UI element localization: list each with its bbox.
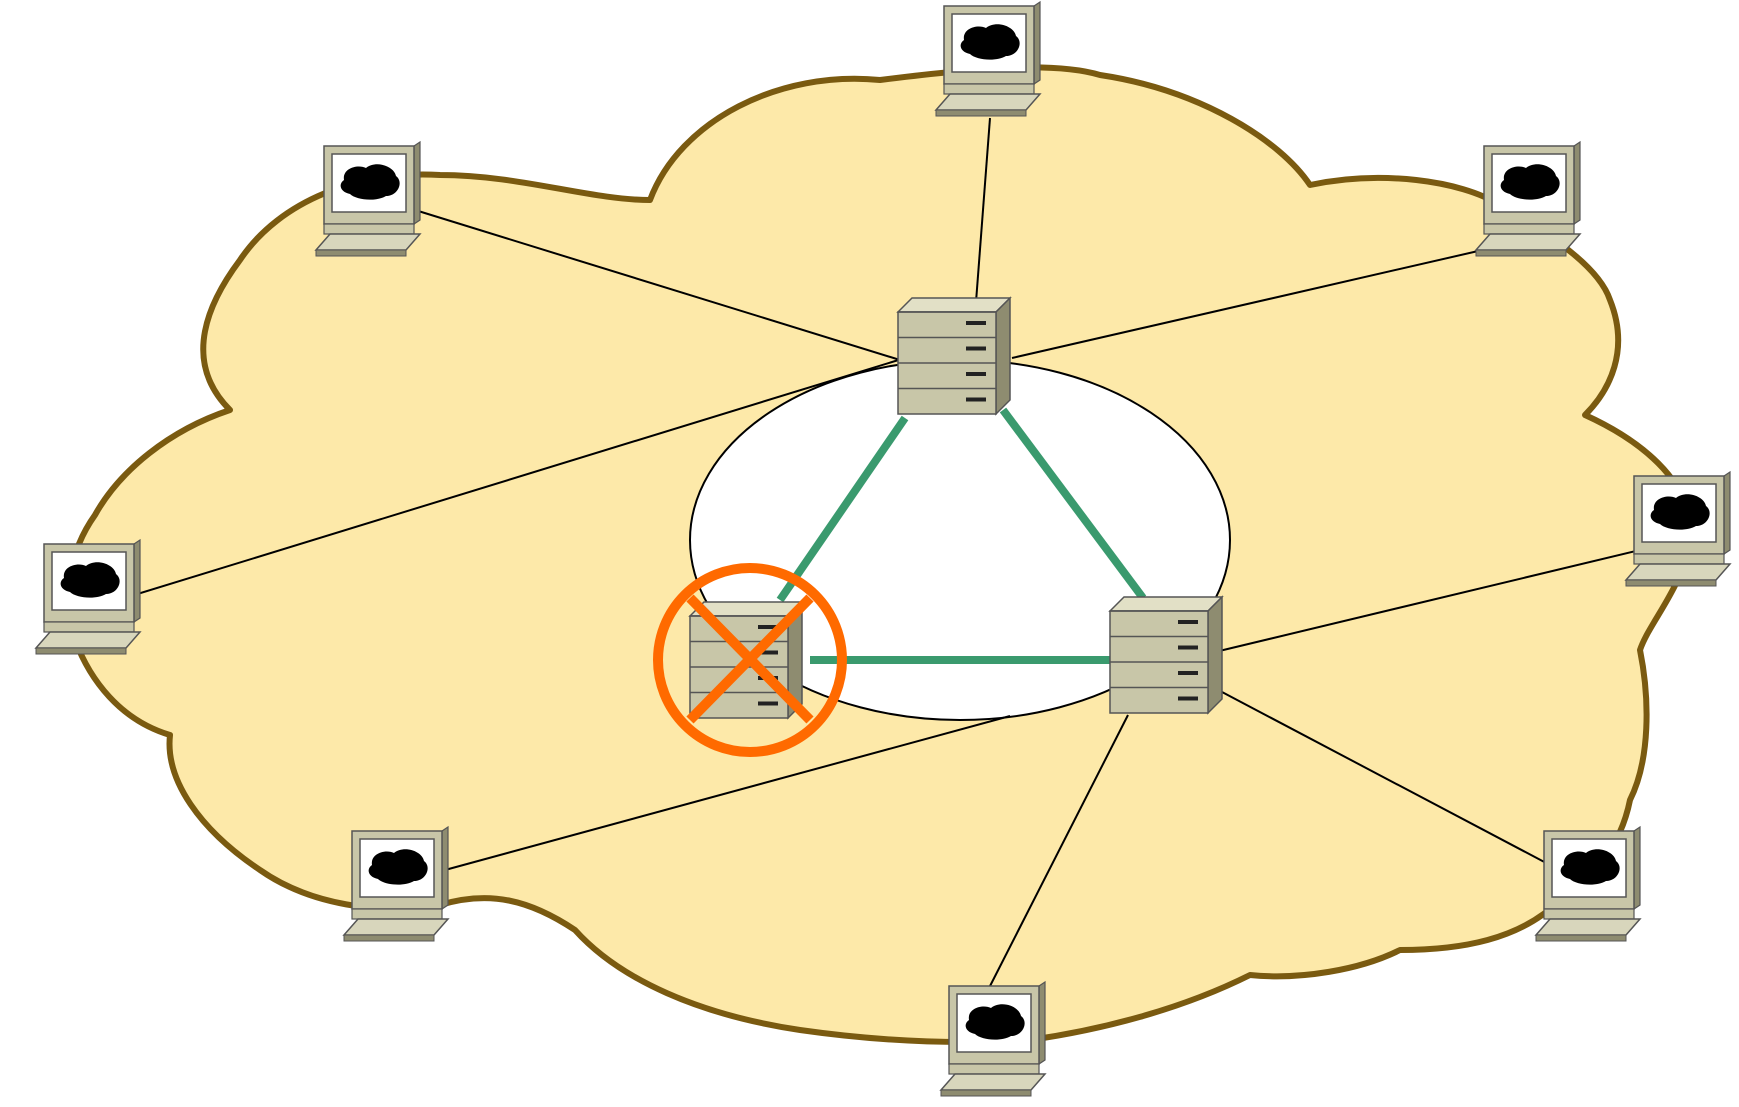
laptop-monitor-side (1038, 980, 1046, 1066)
laptop-screen-content (1650, 494, 1710, 530)
server-bay-led (1178, 696, 1198, 701)
server-bay-led (966, 346, 986, 351)
client-link (987, 714, 1129, 991)
server-top-face (896, 297, 1012, 313)
server-bay-led (966, 321, 986, 325)
laptop-left-laptop-icon (34, 538, 142, 655)
laptop-monitor-side (133, 538, 141, 624)
server-link (776, 415, 909, 603)
laptop-monitor-side (441, 825, 449, 911)
laptop-screen-content (960, 24, 1020, 60)
laptop-hinge (943, 83, 1035, 95)
server-bay-led (758, 701, 778, 706)
laptop-hinge (351, 908, 443, 920)
laptop-screen-content (60, 562, 120, 598)
client-link (975, 117, 991, 303)
server-top-server-icon (896, 296, 1012, 416)
laptop-keyboard (342, 918, 450, 936)
failure-cross-line (686, 594, 814, 724)
server-right-server-icon (1108, 595, 1224, 715)
server-top-face (1108, 596, 1224, 612)
laptop-keyboard (34, 631, 142, 649)
laptop-base (35, 647, 127, 655)
client-link (117, 357, 906, 601)
laptop-base (940, 1089, 1032, 1097)
server-side-face (1207, 595, 1223, 715)
laptop-base (1475, 249, 1567, 257)
laptop-monitor-side (1633, 825, 1641, 911)
laptop-screen-content (965, 1004, 1025, 1040)
server-bay-led (966, 372, 986, 376)
laptop-keyboard (314, 233, 422, 251)
laptop-top-laptop-icon (934, 0, 1042, 117)
laptop-right-laptop-icon (1624, 470, 1732, 587)
laptop-upper-right-laptop-icon (1474, 140, 1582, 257)
client-link (444, 715, 1011, 871)
laptop-base (1625, 579, 1717, 587)
server-bay-led (758, 625, 778, 629)
laptop-base (315, 249, 407, 257)
server-link (999, 407, 1147, 601)
laptop-screen-content (1560, 849, 1620, 885)
laptop-bottom-laptop-icon (939, 980, 1047, 1097)
client-link (1221, 691, 1551, 866)
server-bay-led (758, 650, 778, 655)
laptop-upper-left-laptop-icon (314, 140, 422, 257)
client-link (1011, 245, 1501, 359)
laptop-hinge (323, 223, 415, 235)
server-bay-led (1178, 671, 1198, 675)
laptop-base (1535, 934, 1627, 942)
laptop-monitor-side (1573, 140, 1581, 226)
laptop-keyboard (939, 1073, 1047, 1091)
laptop-lower-left-laptop-icon (342, 825, 450, 942)
client-link (414, 209, 901, 361)
server-bay-led (966, 397, 986, 402)
laptop-hinge (948, 1063, 1040, 1075)
client-link (1214, 537, 1691, 653)
laptop-base (343, 934, 435, 942)
laptop-lower-right-laptop-icon (1534, 825, 1642, 942)
laptop-keyboard (1534, 918, 1642, 936)
failure-circle (653, 563, 847, 757)
laptop-monitor-side (1723, 470, 1731, 556)
laptop-keyboard (934, 93, 1042, 111)
laptop-monitor-side (413, 140, 421, 226)
laptop-screen-content (368, 849, 428, 885)
laptop-screen-content (1500, 164, 1560, 200)
laptop-monitor-side (1033, 0, 1041, 86)
server-bay-led (1178, 645, 1198, 650)
laptop-base (935, 109, 1027, 117)
laptop-hinge (1543, 908, 1635, 920)
laptop-hinge (1633, 553, 1725, 565)
server-side-face (995, 296, 1011, 416)
laptop-keyboard (1624, 563, 1732, 581)
laptop-screen-content (340, 164, 400, 200)
laptop-hinge (1483, 223, 1575, 235)
laptop-keyboard (1474, 233, 1582, 251)
failed-server-x-mark (653, 563, 847, 757)
laptop-hinge (43, 621, 135, 633)
server-bay-led (1178, 620, 1198, 624)
